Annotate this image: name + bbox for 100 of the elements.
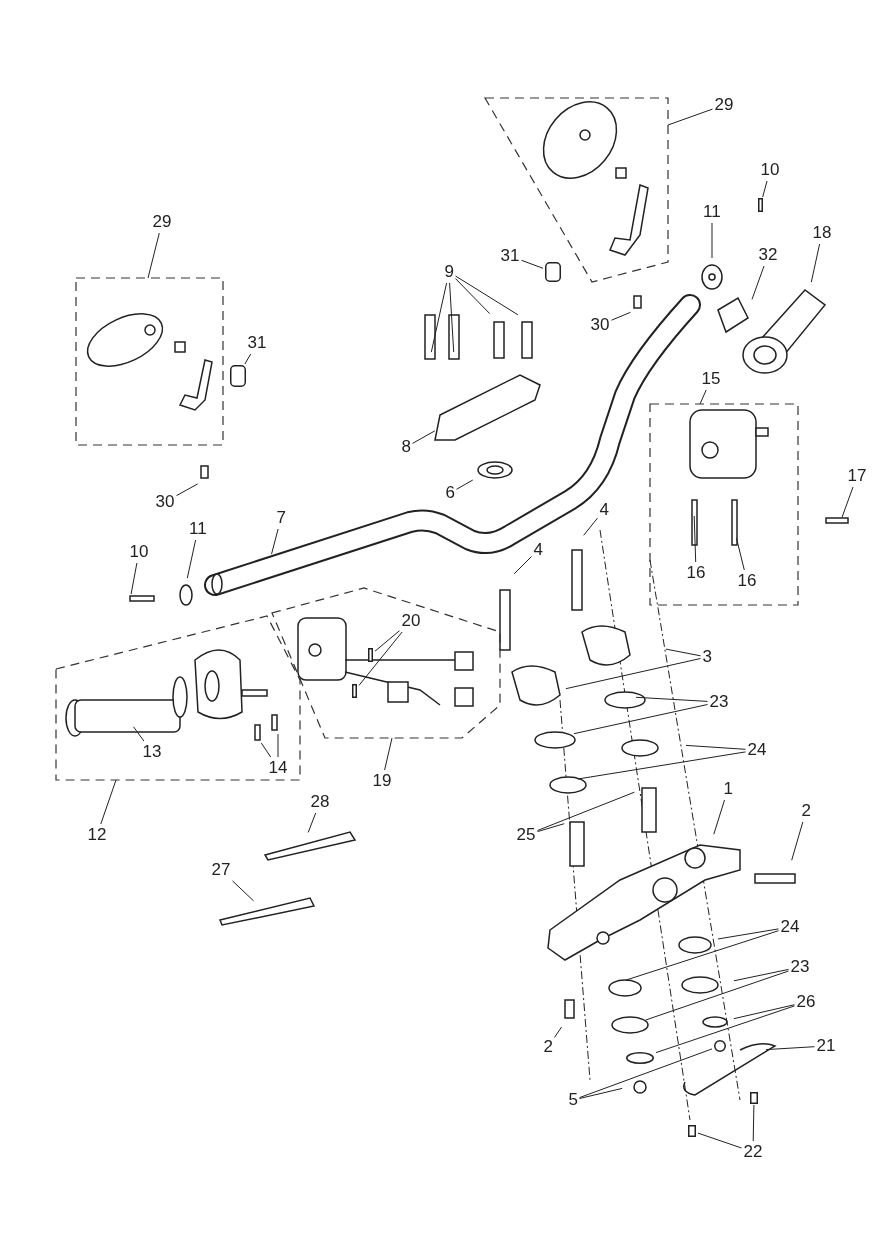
callout-number: 27 [211, 860, 231, 880]
leader-line [765, 1046, 815, 1051]
callout-number: 15 [701, 369, 721, 389]
callout-number: 16 [686, 563, 706, 583]
leader-line [147, 232, 160, 279]
leader-line [713, 799, 725, 835]
leader-line [751, 265, 765, 300]
callout-number: 24 [780, 917, 800, 937]
callout-number: 30 [155, 492, 175, 512]
leader-line [455, 278, 491, 315]
leader-line [693, 515, 697, 563]
leader-line [579, 1048, 713, 1099]
leader-line [100, 779, 117, 825]
leader-line [455, 275, 519, 316]
leader-line [841, 486, 854, 518]
dashed-group-outline [272, 588, 500, 738]
leader-line [752, 1104, 755, 1142]
callout-number: 20 [401, 611, 421, 631]
leader-line [655, 1005, 795, 1054]
leader-line [133, 726, 145, 742]
callout-number: 24 [747, 740, 767, 760]
leader-line [412, 430, 436, 444]
callout-number: 31 [247, 333, 267, 353]
dashed-group-outline [485, 98, 668, 282]
callout-number: 22 [743, 1142, 763, 1162]
washer [626, 1052, 654, 1064]
callout-number: 29 [714, 95, 734, 115]
leader-line [430, 282, 448, 353]
leader-line [611, 311, 631, 321]
callout-number: 12 [87, 825, 107, 845]
callout-number: 30 [590, 315, 610, 335]
clamp [545, 262, 561, 282]
callout-number: 16 [737, 571, 757, 591]
callout-number: 4 [599, 500, 609, 520]
leader-line [358, 631, 403, 686]
leader-line [573, 704, 708, 735]
callout-number: 23 [709, 692, 729, 712]
nut [714, 1040, 726, 1052]
leader-line [521, 259, 544, 269]
callout-number: 1 [723, 779, 733, 799]
callout-number: 25 [516, 825, 536, 845]
leader-line [699, 389, 707, 405]
leader-line [456, 479, 474, 490]
leader-line [537, 791, 635, 831]
screw [750, 1092, 758, 1104]
leader-line [762, 180, 768, 198]
callout-number: 5 [568, 1090, 578, 1110]
callout-number: 23 [790, 957, 810, 977]
callout-number: 18 [812, 223, 832, 243]
callout-number: 14 [268, 758, 288, 778]
leader-line [176, 483, 199, 497]
leader-line [733, 1004, 795, 1020]
screw [688, 1125, 696, 1137]
callout-number: 2 [543, 1037, 553, 1057]
callout-number: 10 [760, 160, 780, 180]
screw [758, 198, 763, 212]
callout-number: 13 [142, 742, 162, 762]
leader-line [645, 970, 789, 1021]
leader-line [513, 556, 532, 575]
callout-number: 2 [801, 801, 811, 821]
leader-line [625, 930, 779, 981]
callout-number: 11 [703, 202, 721, 222]
leader-line [565, 658, 701, 690]
leader-line [244, 353, 252, 365]
callout-number: 9 [444, 262, 454, 282]
leader-line [577, 751, 746, 780]
callout-number: 17 [847, 466, 867, 486]
leader-line [733, 968, 789, 982]
leader-line [810, 243, 821, 283]
leader-line [685, 744, 746, 750]
leader-line [554, 1026, 563, 1038]
leader-line [260, 742, 272, 758]
leader-line [667, 108, 713, 126]
leader-line [449, 282, 455, 353]
screw [352, 684, 357, 698]
leader-line [697, 1132, 742, 1149]
callout-number: 6 [445, 483, 455, 503]
dashed-group-outline [76, 278, 223, 445]
leader-line [717, 928, 779, 940]
leader-line [665, 648, 701, 657]
leader-line [307, 812, 317, 833]
leader-line [735, 537, 745, 571]
callout-number: 4 [533, 540, 543, 560]
callout-number: 11 [189, 519, 207, 539]
callout-number: 3 [702, 647, 712, 667]
callout-number: 7 [276, 508, 286, 528]
callout-number: 21 [816, 1036, 836, 1056]
leader-line [583, 517, 598, 536]
dashed-group-outline [650, 404, 798, 605]
callout-number: 19 [372, 771, 392, 791]
leader-line [271, 528, 279, 555]
leader-line [277, 733, 279, 758]
callout-number: 31 [500, 246, 520, 266]
callout-number: 8 [401, 437, 411, 457]
leader-line [130, 562, 138, 595]
clamp [230, 365, 246, 387]
callout-number: 28 [310, 792, 330, 812]
callout-number: 29 [152, 212, 172, 232]
leader-line [635, 696, 708, 702]
leader-line [384, 737, 393, 771]
